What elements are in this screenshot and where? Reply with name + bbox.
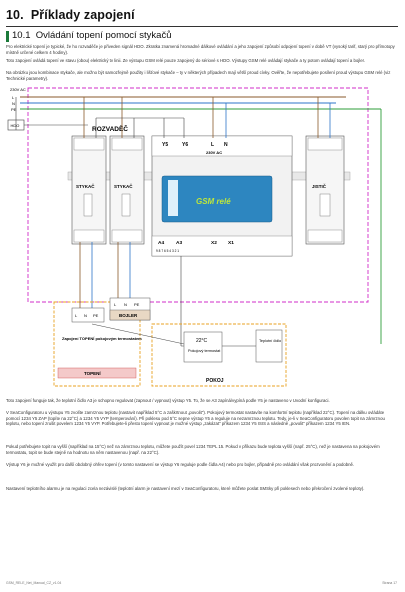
line-label-n: N (12, 101, 15, 106)
heading-rule (6, 26, 398, 27)
bojler-label-bg (109, 309, 151, 321)
bojler-term-l: L (114, 302, 117, 307)
paragraph-output-y6: Výstup Y6 je možné využít pro další obdo… (6, 462, 355, 467)
bojler-label: BOJLER (119, 313, 138, 318)
gsm-term-y5: Y5 (162, 142, 168, 148)
jistic: JISTIČ (305, 135, 345, 245)
wire-thermostat (91, 323, 185, 345)
heading-title: Příklady zapojení (30, 8, 135, 22)
gsm-term-x2: X2 (211, 240, 217, 246)
stykac-2-label: STYKAČ (114, 183, 133, 189)
stykac-2: STYKAČ (109, 135, 145, 245)
heading-number: 10. (6, 8, 24, 22)
gsm-term-a4: A4 (158, 240, 164, 246)
supply-label: 230V AC (10, 87, 26, 92)
sensor-box (255, 329, 283, 363)
topeni-terminal-block (71, 307, 105, 323)
paragraph-intro: Pro elektrické topení je typické, že ho … (6, 44, 395, 55)
rozvadec-frame (27, 87, 369, 303)
topeni-label: TOPENÍ (84, 369, 101, 376)
topeni-text: Zapojení TOPENÍ pokojovým termostatem (62, 336, 142, 341)
paragraph-function: Toto zapojení funguje tak, že teplotní č… (6, 398, 330, 403)
line-label-l: L (12, 95, 15, 100)
topeni-term-l: L (75, 313, 78, 318)
gsm-term-a3: A3 (176, 240, 182, 246)
gsm-front-panel (161, 175, 273, 223)
gsm-rele-module: Y5 Y6 L N 230V AC GSM relé A4 A3 X2 X1 9… (151, 135, 293, 257)
gsm-term-l: L (211, 142, 214, 148)
thermostat-temp: 22°C (196, 338, 208, 344)
footer-left: GSM_RELE_Net_Manual_CZ_v1.04 (6, 581, 62, 585)
thermostat-box (183, 331, 223, 363)
topeni-text-line: Zapojení TOPENÍ pokojovým termostatem (62, 336, 142, 341)
subheading-title: Ovládání topení pomocí stykačů (35, 30, 172, 41)
thermostat-label: Pokojový termostat (188, 349, 221, 353)
footer-right: Strana 17 (382, 581, 397, 585)
stykac-1: STYKAČ (71, 135, 107, 245)
sensor-label: Teplotní čidlo (259, 339, 281, 343)
paragraph-alarm: Nastavení teplotního alarmu je na regula… (6, 486, 365, 491)
hdo-label: HDO (11, 123, 20, 128)
stykac-1-label: STYKAČ (76, 183, 95, 189)
subheading-marker (6, 31, 9, 42)
gsm-term-y6: Y6 (182, 142, 188, 148)
topeni-term-n: N (84, 313, 87, 318)
topeni-term-pe: PE (93, 313, 99, 318)
gsm-sim-slot (168, 180, 178, 216)
gsm-term-x1: X1 (228, 240, 234, 246)
topeni-frame (53, 301, 141, 387)
gsm-term-n: N (224, 142, 228, 148)
rozvadec-label: ROZVADĚČ (92, 124, 128, 133)
gsm-terminal-numbers: 9 8 7 6 5 4 3 2 1 (156, 249, 179, 253)
paragraph-contactors: Na obrázku jsou kombinace stykače, ale m… (6, 70, 391, 81)
page-heading: 10. Příklady zapojení (6, 8, 135, 22)
line-label-pe: PE (11, 107, 17, 112)
gsm-voltage: 230V AC (206, 150, 222, 155)
jistic-label: JISTIČ (312, 183, 327, 189)
wiring-diagram: 230V AC L N PE HDO ROZVADĚČ STYKAČ (7, 87, 382, 387)
pokoj-label: POKOJ (206, 378, 224, 384)
paragraph-seaconfigurator: V SeaConfiguratoru u výstupu Y5 zvolíte … (6, 410, 385, 427)
gsm-logo: GSM relé (196, 197, 231, 206)
paragraph-higher-temp: Pokud potřebujete topit na vyšší (napřík… (6, 444, 380, 455)
subheading-number: 10.1 (12, 30, 31, 41)
bojler-term-n: N (124, 302, 127, 307)
paragraph-gsm-output: Toto zapojení ovládá topení ve stavu (ob… (6, 58, 365, 63)
bojler-term-pe: PE (134, 302, 140, 307)
topeni-heater (57, 367, 137, 379)
subheading: 10.1 Ovládání topení pomocí stykačů (12, 30, 172, 41)
pokoj-frame (151, 323, 287, 387)
